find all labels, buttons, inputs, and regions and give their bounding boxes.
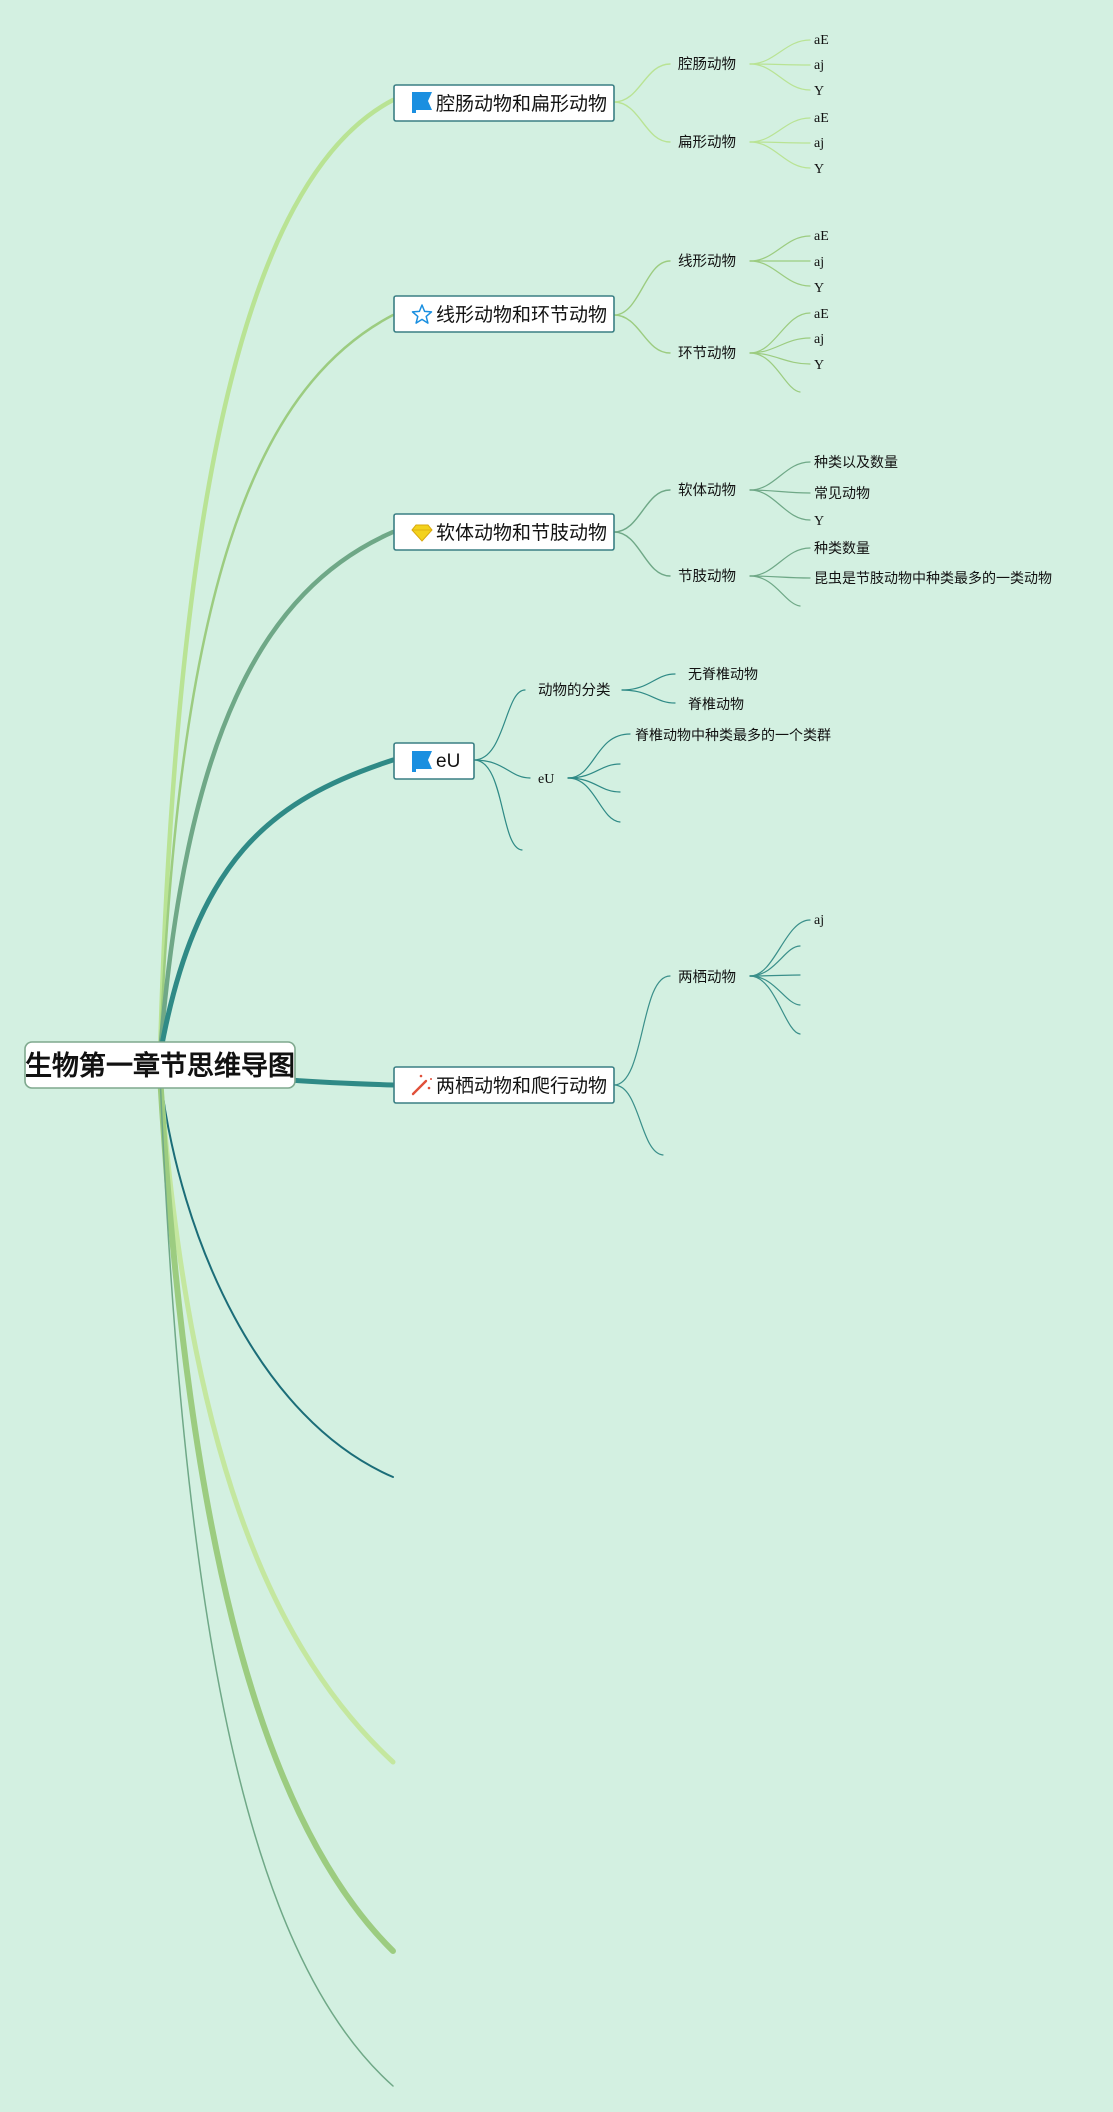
topic-label: 腔肠动物和扁形动物 — [436, 93, 607, 115]
topic-node-3[interactable]: 软体动物和节肢动物 — [393, 513, 615, 551]
branch-topic-4 — [157, 757, 396, 1058]
leaf-label[interactable]: aE — [814, 229, 829, 244]
leaf-label[interactable]: 脊椎动物 — [688, 696, 744, 712]
topic-label: 软体动物和节肢动物 — [436, 522, 607, 544]
subtopics: 腔肠动物 扁形动物 线形动物 环节动物 软体动物 节肢动物 动物的分类 eU 两… — [538, 56, 736, 986]
leaf-label[interactable]: Y — [814, 84, 824, 99]
leaf-label[interactable]: 种类以及数量 — [814, 454, 898, 470]
subtopic-label[interactable]: 线形动物 — [678, 253, 736, 270]
branch-empty-3 — [157, 1072, 396, 1954]
topic-label: eU — [436, 751, 460, 772]
topic-node-5[interactable]: 两栖动物和爬行动物 — [393, 1066, 615, 1104]
star-icon — [411, 304, 433, 324]
leaf-label[interactable]: 常见动物 — [814, 485, 870, 501]
topic-node-1[interactable]: 腔肠动物和扁形动物 — [393, 84, 615, 122]
branch-empty-2 — [157, 1072, 396, 1765]
leaf-label[interactable]: aj — [814, 136, 824, 151]
branch-topic-5 — [287, 1077, 396, 1088]
subtopic-label[interactable]: 两栖动物 — [678, 969, 736, 986]
sub-branches — [473, 39, 811, 1156]
subtopic-label[interactable]: 腔肠动物 — [678, 56, 736, 73]
branch-empty-4 — [159, 1074, 394, 2087]
subtopic-label[interactable]: 节肢动物 — [678, 568, 736, 585]
subtopic-label[interactable]: 动物的分类 — [538, 682, 611, 699]
leaf-label[interactable]: Y — [814, 281, 824, 296]
main-branches — [157, 97, 396, 2087]
root-node[interactable]: 生物第一章节思维导图 — [24, 1041, 296, 1089]
leaf-label[interactable]: aj — [814, 255, 824, 270]
gem-icon — [411, 524, 433, 542]
magic-wand-icon — [411, 1074, 432, 1096]
leaf-label[interactable]: 昆虫是节肢动物中种类最多的一类动物 — [814, 570, 1052, 586]
subtopic-label[interactable]: 环节动物 — [678, 345, 736, 362]
leaf-label[interactable]: Y — [814, 358, 824, 373]
leaf-label[interactable]: aE — [814, 33, 829, 48]
branch-empty-1 — [159, 1074, 394, 1478]
root-title: 生物第一章节思维导图 — [25, 1050, 295, 1081]
branch-topic-3 — [157, 529, 396, 1058]
flag-icon — [412, 751, 432, 772]
leaf-label[interactable]: aj — [814, 332, 824, 347]
leaf-label[interactable]: 无脊椎动物 — [688, 666, 758, 682]
leaves: aE aj Y aE aj Y aE aj Y aE aj Y 种类以及数量 常… — [635, 33, 1052, 928]
branch-topic-2 — [158, 313, 395, 1057]
leaf-label[interactable]: aj — [814, 913, 824, 928]
leaf-label[interactable]: 脊椎动物中种类最多的一个类群 — [635, 727, 831, 743]
leaf-label[interactable]: aj — [814, 58, 824, 73]
subtopic-label[interactable]: 软体动物 — [678, 482, 736, 499]
topic-node-4[interactable]: eU — [393, 742, 475, 780]
leaf-label[interactable]: Y — [814, 162, 824, 177]
subtopic-label[interactable]: eU — [538, 772, 554, 787]
flag-icon — [412, 92, 432, 113]
leaf-label[interactable]: Y — [814, 514, 824, 529]
leaf-label[interactable]: aE — [814, 307, 829, 322]
subtopic-label[interactable]: 扁形动物 — [678, 134, 736, 151]
topic-node-2[interactable]: 线形动物和环节动物 — [393, 295, 615, 333]
leaf-label[interactable]: 种类数量 — [814, 540, 870, 556]
leaf-label[interactable]: aE — [814, 111, 829, 126]
branch-topic-1 — [157, 97, 396, 1058]
topic-label: 线形动物和环节动物 — [436, 304, 607, 326]
topic-label: 两栖动物和爬行动物 — [436, 1075, 607, 1097]
